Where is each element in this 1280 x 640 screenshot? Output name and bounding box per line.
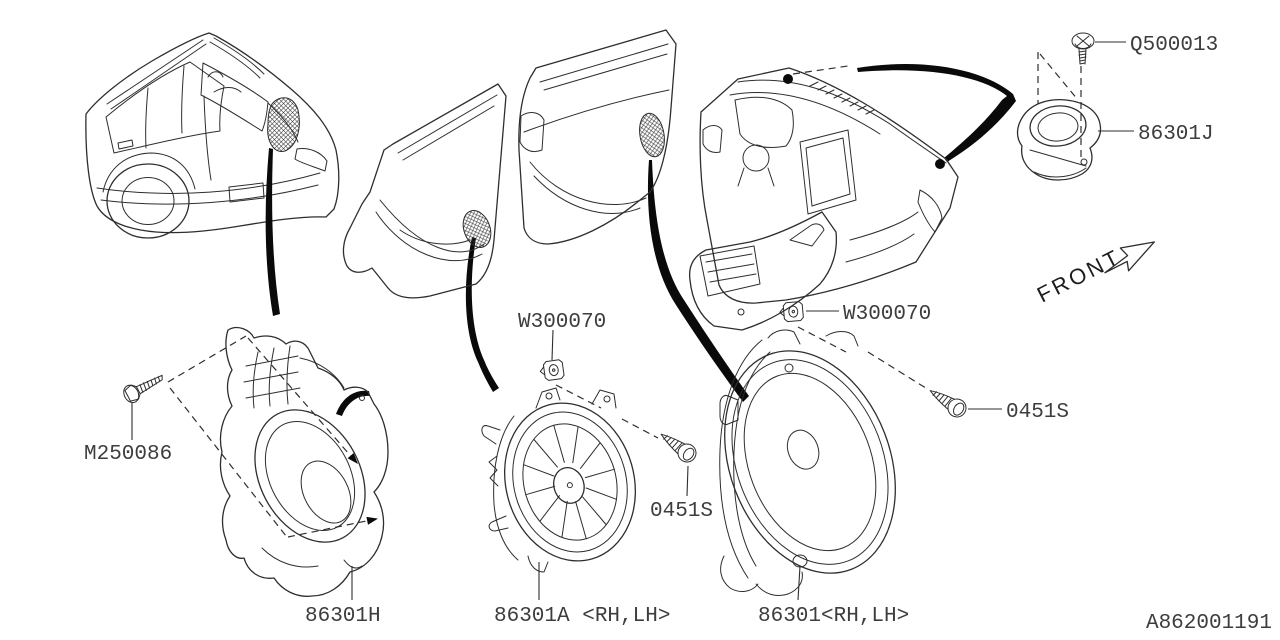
screw-0451s-right: [929, 390, 967, 418]
clip-center-alignment-dash: [555, 384, 602, 409]
screw-q500013: [1071, 32, 1095, 65]
rear-door-panel-illustration: [342, 83, 507, 299]
bolt-m250086: [123, 374, 163, 404]
rear-door-speaker-grille-hatch: [462, 210, 492, 248]
dashboard-console-illustration: [688, 65, 959, 331]
screw-center-alignment-dash: [621, 418, 659, 439]
front-direction-arrow: FRONT: [1033, 241, 1155, 307]
clip-w300070-right: [779, 301, 804, 323]
pointer-swoosh-car-to-subwoofer: [265, 148, 280, 316]
subwoofer-assembly-86301H: [219, 326, 389, 597]
rear-quarter-speaker-grille-hatch: [267, 97, 300, 152]
tweeter-bracket-86301J: [1016, 98, 1102, 181]
front-label: FRONT: [1033, 244, 1125, 307]
dash-speaker-86301: [719, 329, 896, 597]
dash-speaker-location-dot-right: [935, 159, 945, 169]
label-0451s-right: 0451S: [1006, 401, 1069, 424]
subwoofer-alignment-dashes: [167, 335, 378, 538]
pointer-swoosh-subwoofer-tail: [336, 390, 370, 416]
car-rear-quarter-illustration: [85, 32, 340, 239]
tweeter-alignment-dashes: [1037, 52, 1082, 158]
front-door-speaker-grille-hatch: [639, 112, 665, 158]
label-w300070-center: W300070: [518, 311, 606, 334]
clip-w300070-center: [539, 359, 565, 381]
screw-0451s-center: [660, 433, 697, 463]
label-0451s-center: 0451S: [650, 500, 713, 523]
label-w300070-right: W300070: [843, 303, 931, 326]
pointer-swoosh-dash-to-tweeter: [857, 64, 1016, 162]
label-q500013: Q500013: [1130, 34, 1218, 57]
front-door-panel-illustration: [518, 29, 677, 245]
drawing-number: A862001191: [1146, 612, 1272, 635]
leader-lines: [131, 41, 1134, 601]
label-86301: 86301<RH,LH>: [758, 605, 909, 628]
label-86301j: 86301J: [1138, 123, 1214, 146]
label-86301a: 86301A <RH,LH>: [494, 605, 670, 628]
screw-right-alignment-dash: [867, 351, 930, 391]
dash-speaker-location-dot-left: [783, 74, 793, 84]
label-m250086: M250086: [84, 443, 172, 466]
label-86301h: 86301H: [305, 605, 381, 628]
pointer-swoosh-front-door-to-speaker: [647, 160, 749, 402]
door-speaker-86301A: [481, 387, 637, 573]
pointer-swoosh-rear-door-to-speaker: [465, 237, 499, 392]
clip-right-alignment-dash: [797, 326, 847, 353]
